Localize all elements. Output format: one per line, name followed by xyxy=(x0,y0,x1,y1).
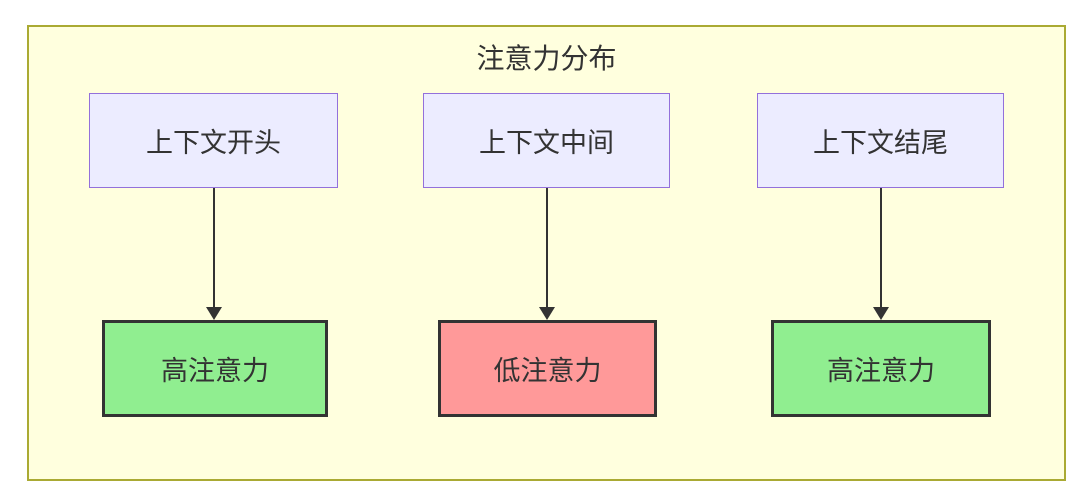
edge-line-start-to-result xyxy=(212,188,215,308)
diagram-title: 注意力分布 xyxy=(476,42,617,75)
node-high-attention-1: 高注意力 xyxy=(102,320,328,417)
node-low-attention-label: 低注意力 xyxy=(493,356,602,387)
attention-distribution-diagram: 注意力分布 上下文开头 高注意力 上下文中间 低注意力 上下文结尾 高注意力 xyxy=(27,25,1066,481)
node-context-end: 上下文结尾 xyxy=(757,93,1004,188)
node-high-attention-2-label: 高注意力 xyxy=(827,356,935,387)
node-high-attention-2: 高注意力 xyxy=(771,320,991,417)
node-context-start: 上下文开头 xyxy=(89,93,338,188)
edge-line-end-to-result xyxy=(880,188,882,308)
arrowhead-icon xyxy=(539,307,555,320)
node-context-start-label: 上下文开头 xyxy=(146,128,281,159)
node-high-attention-1-label: 高注意力 xyxy=(161,356,269,387)
node-low-attention: 低注意力 xyxy=(438,320,657,417)
node-context-middle: 上下文中间 xyxy=(423,93,670,188)
node-context-middle-label: 上下文中间 xyxy=(479,128,614,159)
arrowhead-icon xyxy=(205,307,222,320)
edge-line-middle-to-result xyxy=(546,188,548,308)
node-context-end-label: 上下文结尾 xyxy=(813,128,948,159)
arrowhead-icon xyxy=(873,307,889,320)
